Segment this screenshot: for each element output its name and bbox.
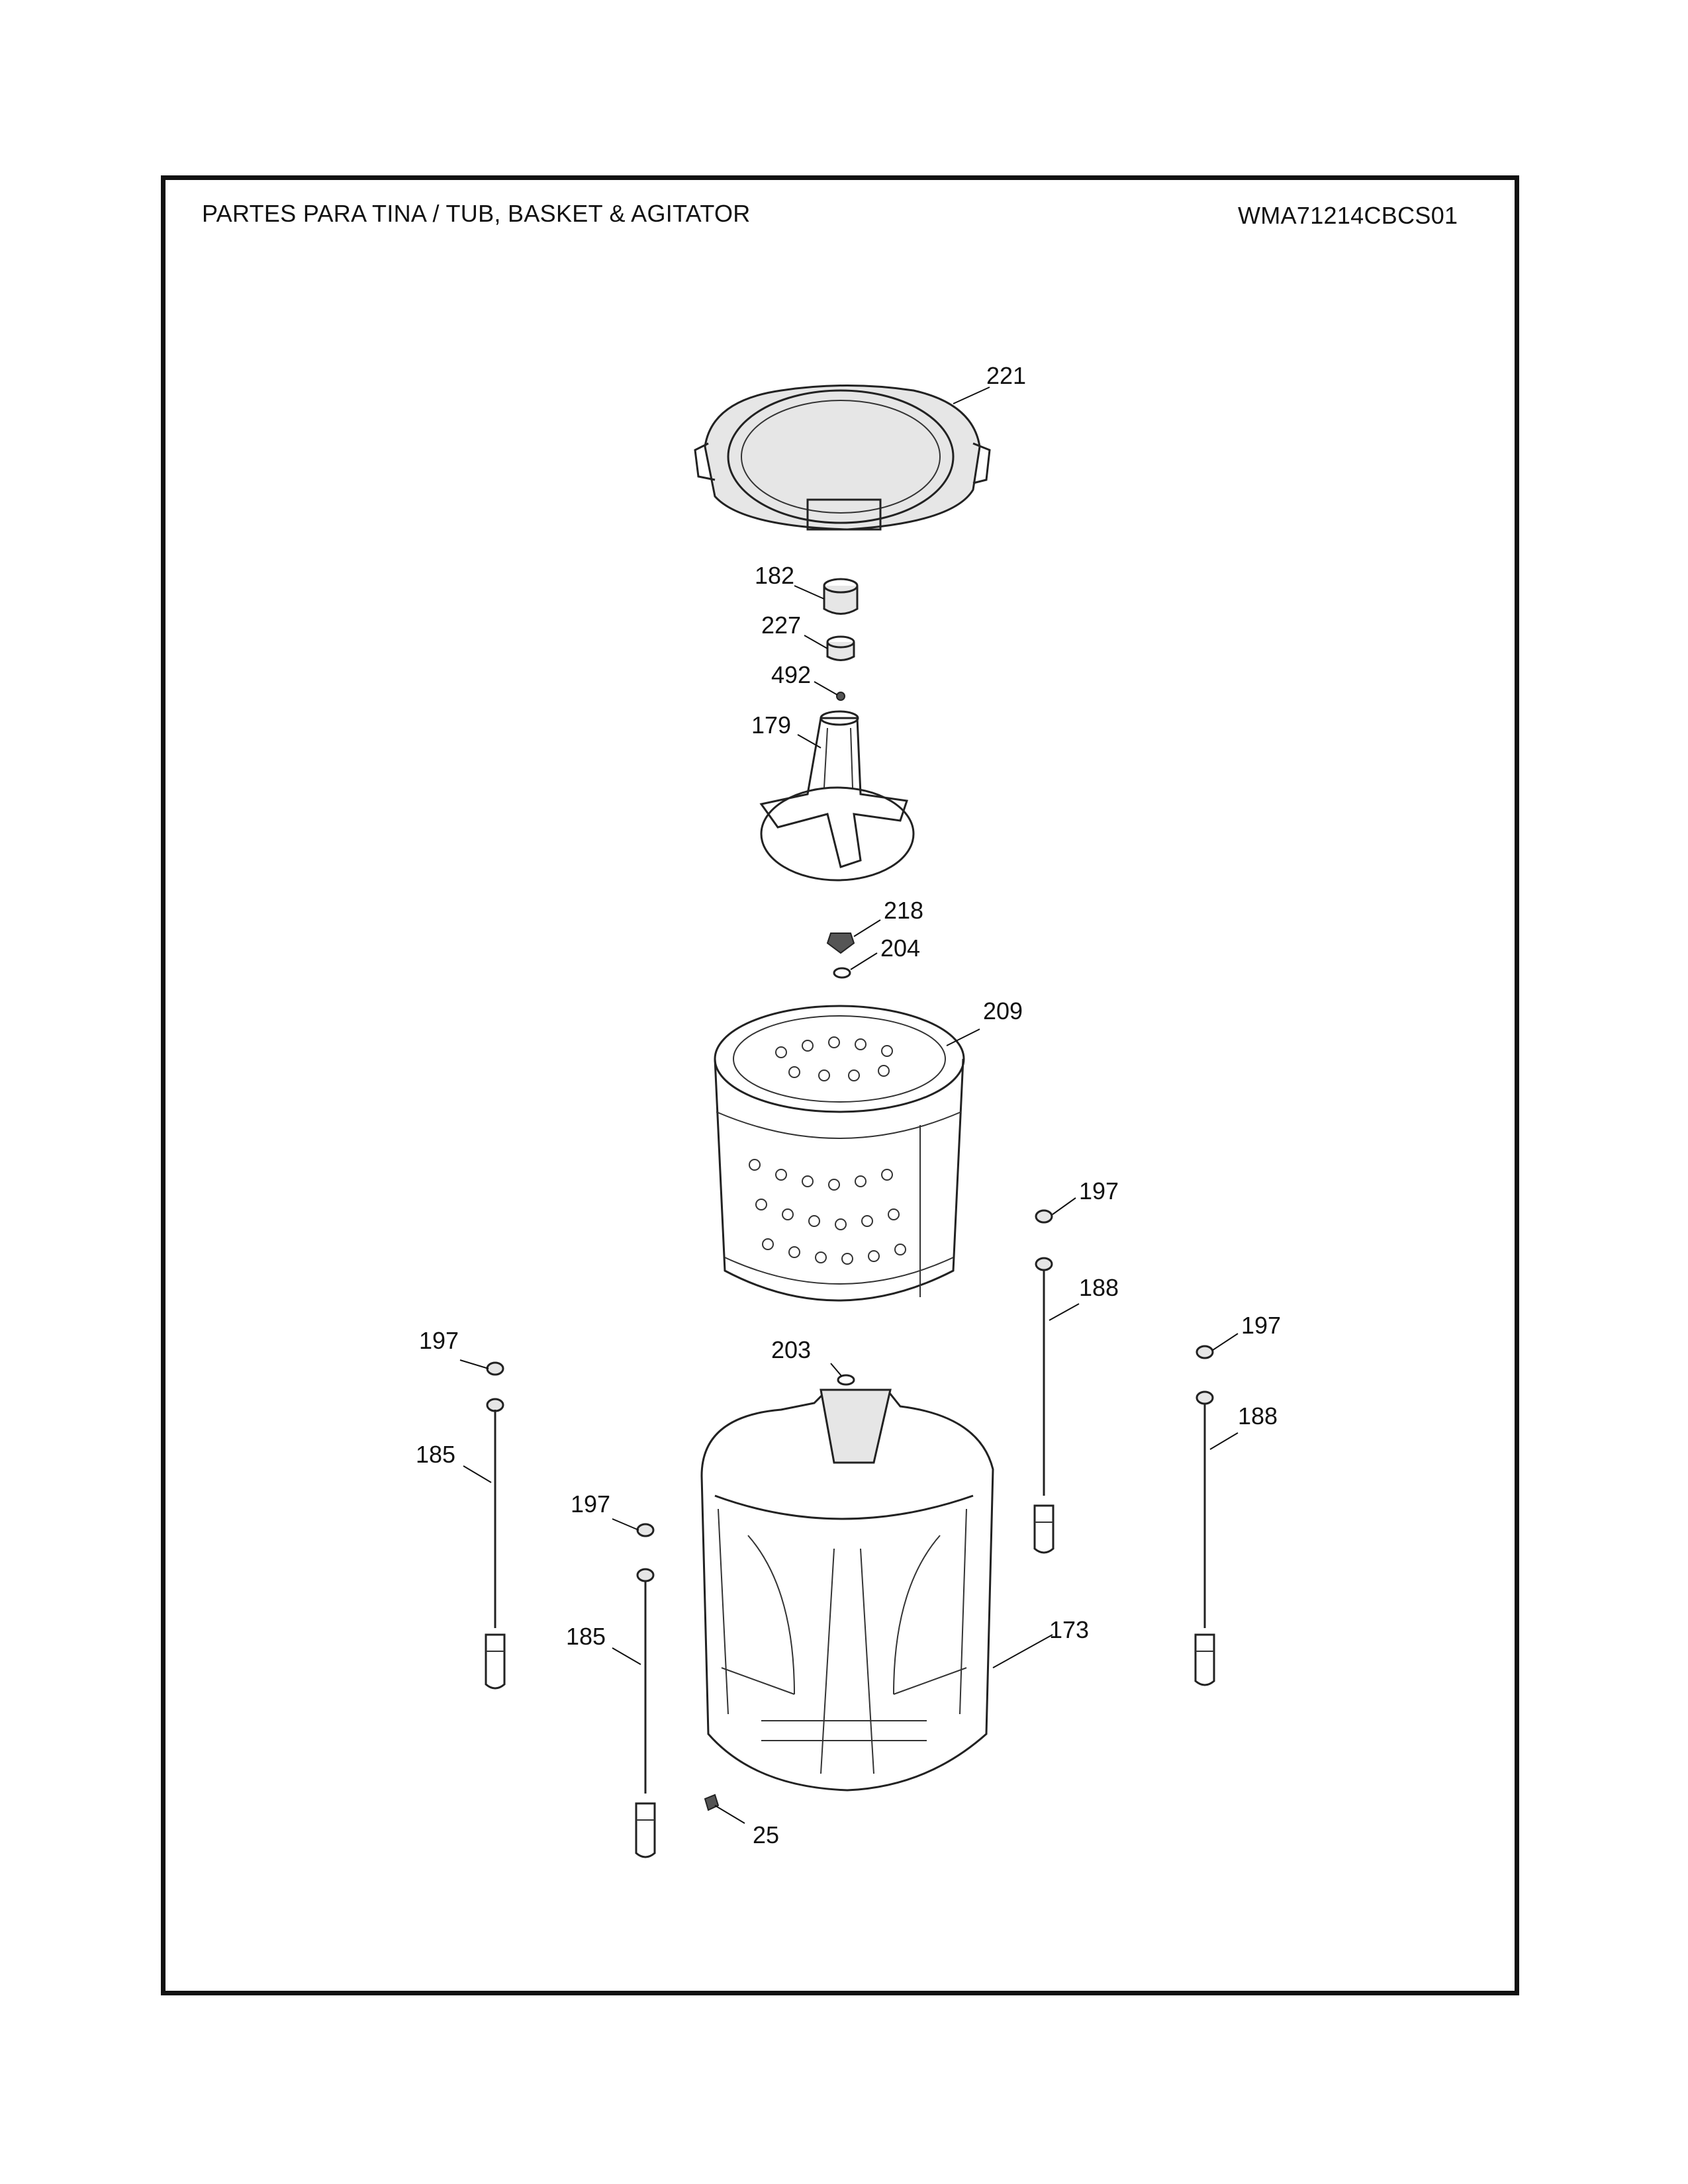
callout-188-right-lower: 188 <box>1238 1402 1278 1430</box>
suspension-rod-right-lower <box>1194 1345 1215 1686</box>
nut-part <box>826 933 855 954</box>
washer-part <box>833 967 851 979</box>
callout-204: 204 <box>880 934 920 962</box>
callout-227: 227 <box>761 612 801 639</box>
suspension-rod-left-inner <box>635 1523 656 1858</box>
basket-part <box>714 1005 965 1302</box>
page-title: PARTES PARA TINA / TUB, BASKET & AGITATO… <box>202 200 751 227</box>
callout-197-right-lower: 197 <box>1241 1312 1281 1339</box>
callout-492: 492 <box>771 661 811 688</box>
callout-179: 179 <box>751 711 791 739</box>
bushing-part <box>823 578 859 615</box>
callout-197-left-outer: 197 <box>419 1327 459 1354</box>
callout-182: 182 <box>755 562 794 589</box>
callout-209: 209 <box>983 997 1023 1024</box>
callout-labels: 221 182 227 492 179 218 204 209 197 188 … <box>416 362 1281 1848</box>
callout-197-left-inner: 197 <box>571 1490 610 1518</box>
callout-173: 173 <box>1049 1616 1089 1643</box>
callout-203: 203 <box>771 1336 811 1363</box>
tub-ring-part <box>694 385 991 531</box>
callout-197-right-upper: 197 <box>1079 1177 1119 1205</box>
callout-221: 221 <box>986 362 1026 389</box>
outer-tub-part <box>700 1388 994 1792</box>
suspension-rod-right-upper <box>1033 1209 1055 1554</box>
callout-185-left-inner: 185 <box>566 1623 606 1650</box>
agitator-part <box>759 710 915 882</box>
callout-218: 218 <box>884 897 923 924</box>
suspension-rod-left-outer <box>485 1361 506 1690</box>
leader-lines <box>459 387 1239 1824</box>
small-fitting-part <box>704 1794 720 1811</box>
callout-188-right-upper: 188 <box>1079 1274 1119 1301</box>
model-number: WMA71214CBCS01 <box>1238 202 1458 229</box>
diagram-border <box>161 175 1519 1995</box>
screw-part <box>836 692 845 701</box>
callout-25: 25 <box>753 1821 779 1848</box>
tub-washer-part <box>837 1374 855 1386</box>
seal-part <box>826 635 855 661</box>
callout-185-left-outer: 185 <box>416 1441 455 1468</box>
